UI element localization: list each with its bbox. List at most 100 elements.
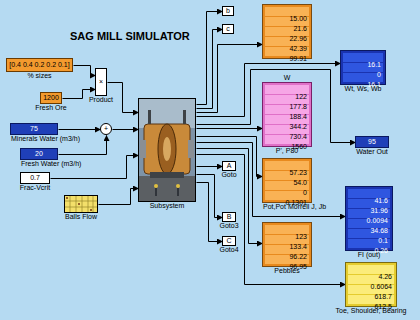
block-label: FI (out) xyxy=(358,251,381,259)
signal-line xyxy=(197,64,341,117)
block-label: Subsystem xyxy=(150,202,185,210)
display-value: 188.4 xyxy=(289,112,307,121)
display-value: 4.26 xyxy=(378,272,392,281)
signal-line xyxy=(59,129,101,130)
block-text: B xyxy=(227,213,232,221)
display-value: 0 xyxy=(377,70,381,79)
constant-block: [0.4 0.4 0.2 0.2 0.1]% sizes xyxy=(6,58,73,72)
display-value: 15.00 xyxy=(289,14,307,23)
display-value: 133.4 xyxy=(289,242,307,251)
display-block: 57.2354.000.1301Pot,Pot Morrell J, Jb xyxy=(262,158,312,203)
product-block: ×Product xyxy=(95,68,107,96)
block-label: Goto xyxy=(221,171,236,179)
block-text: b xyxy=(226,7,230,15)
signal-line xyxy=(197,12,223,105)
display-cell: 16.1 xyxy=(343,53,383,62)
goto-block: c xyxy=(222,24,234,34)
display-value: 54.0 xyxy=(293,178,307,187)
block-label: Product xyxy=(89,96,113,104)
display-block: 123133.496.2296.95Pebbles xyxy=(262,222,312,267)
signal-line xyxy=(99,189,139,205)
display-value: 21.6 xyxy=(293,24,307,33)
block-label: Minerals Water (m3/h) xyxy=(11,135,80,143)
signal-line xyxy=(197,143,346,217)
display-value: 618.7 xyxy=(374,292,392,301)
display-block: 15.0021.622.9642.3999.91 xyxy=(262,4,312,59)
display-block: 95Water Out xyxy=(355,136,389,148)
signal-line xyxy=(197,155,346,285)
block-text: c xyxy=(226,25,230,33)
block-label: Frac-Vcrit xyxy=(20,184,50,192)
goto-block: b xyxy=(222,6,234,16)
block-label: P', P80 xyxy=(276,147,298,155)
display-value: 16.1 xyxy=(367,60,381,69)
goto-block: BGoto3 xyxy=(222,212,236,222)
constant-block: 20Fresh Water (m3/h) xyxy=(20,148,58,160)
display-value: 177.8 xyxy=(289,102,307,111)
signal-line xyxy=(197,45,263,113)
block-label: Pebbles xyxy=(274,267,299,275)
constant-block: 75Minerals Water (m3/h) xyxy=(10,123,58,135)
display-value: 22.96 xyxy=(289,34,307,43)
display-cell: 122 xyxy=(265,85,309,94)
display-value: 0 xyxy=(303,188,307,197)
block-label: Pot,Pot Morrell J, Jb xyxy=(263,203,326,211)
block-text: 1200 xyxy=(43,94,59,102)
display-value: 99.91 xyxy=(289,54,307,63)
block-label: Goto4 xyxy=(219,246,238,254)
diagram-title: SAG MILL SIMULATOR xyxy=(70,30,190,43)
subsystem-block: Subsystem xyxy=(138,98,196,202)
block-label: Water Out xyxy=(356,148,388,156)
display-cell: 0.1301 xyxy=(265,191,309,200)
block-label: W xyxy=(284,74,291,82)
display-value: 0.0094 xyxy=(367,216,388,225)
block-text: C xyxy=(226,237,231,245)
signal-line xyxy=(197,183,223,242)
goto-block: CGoto4 xyxy=(222,236,236,246)
display-cell: 15.00 xyxy=(265,7,309,16)
block-label: Fresh Water (m3/h) xyxy=(21,160,81,168)
block-text: 0.7 xyxy=(30,174,40,182)
display-cell: 4.26 xyxy=(348,265,394,274)
constant-block: 0.7Frac-Vcrit xyxy=(20,172,50,184)
block-text: 75 xyxy=(30,125,38,133)
sum-block: + xyxy=(100,123,112,135)
display-value: 31.96 xyxy=(370,206,388,215)
display-value: 34.68 xyxy=(370,226,388,235)
signal-line xyxy=(197,30,223,109)
signal-line xyxy=(74,66,96,76)
block-text: A xyxy=(227,162,232,170)
display-cell: 41.6 xyxy=(348,189,390,198)
display-value: 122 xyxy=(295,92,307,101)
goto-block: AGoto xyxy=(222,161,236,171)
signal-line xyxy=(113,129,139,130)
signal-line xyxy=(197,70,356,143)
display-value: 96.22 xyxy=(289,252,307,261)
display-cell: 57.23 xyxy=(265,161,309,170)
block-label: Balls Flow xyxy=(65,213,97,221)
block-label: Wt, Ws, Wb xyxy=(345,85,382,93)
signal-line xyxy=(197,128,263,129)
block-text: + xyxy=(104,125,108,133)
signal-line xyxy=(197,166,223,167)
block-label: Toe, Shoulder, Bearing xyxy=(336,307,407,315)
block-text: [0.4 0.4 0.2 0.2 0.1] xyxy=(9,61,69,69)
balls-flow-grid xyxy=(64,195,98,213)
block-label: Fresh Ore xyxy=(35,104,67,112)
display-value: 730.4 xyxy=(289,132,307,141)
display-value: 42.39 xyxy=(289,44,307,53)
display-value: 123 xyxy=(295,232,307,241)
display-cell: 16.1 xyxy=(343,73,383,82)
display-block: W122177.8188.4344.2730.41560P', P80 xyxy=(262,82,312,147)
block-text: × xyxy=(99,78,103,86)
display-value: 344.2 xyxy=(289,122,307,131)
constant-block: 1200Fresh Ore xyxy=(40,92,62,104)
mill-illustration xyxy=(138,98,196,202)
display-value: 0.6064 xyxy=(371,282,392,291)
block-label: Goto3 xyxy=(219,222,238,230)
display-cell: 123 xyxy=(265,225,309,234)
block-text: 20 xyxy=(35,150,43,158)
display-block: 4.260.6064618.7612.5Toe, Shoulder, Beari… xyxy=(345,262,397,307)
display-block: 16.1016.1Wt, Ws, Wb xyxy=(340,50,386,85)
